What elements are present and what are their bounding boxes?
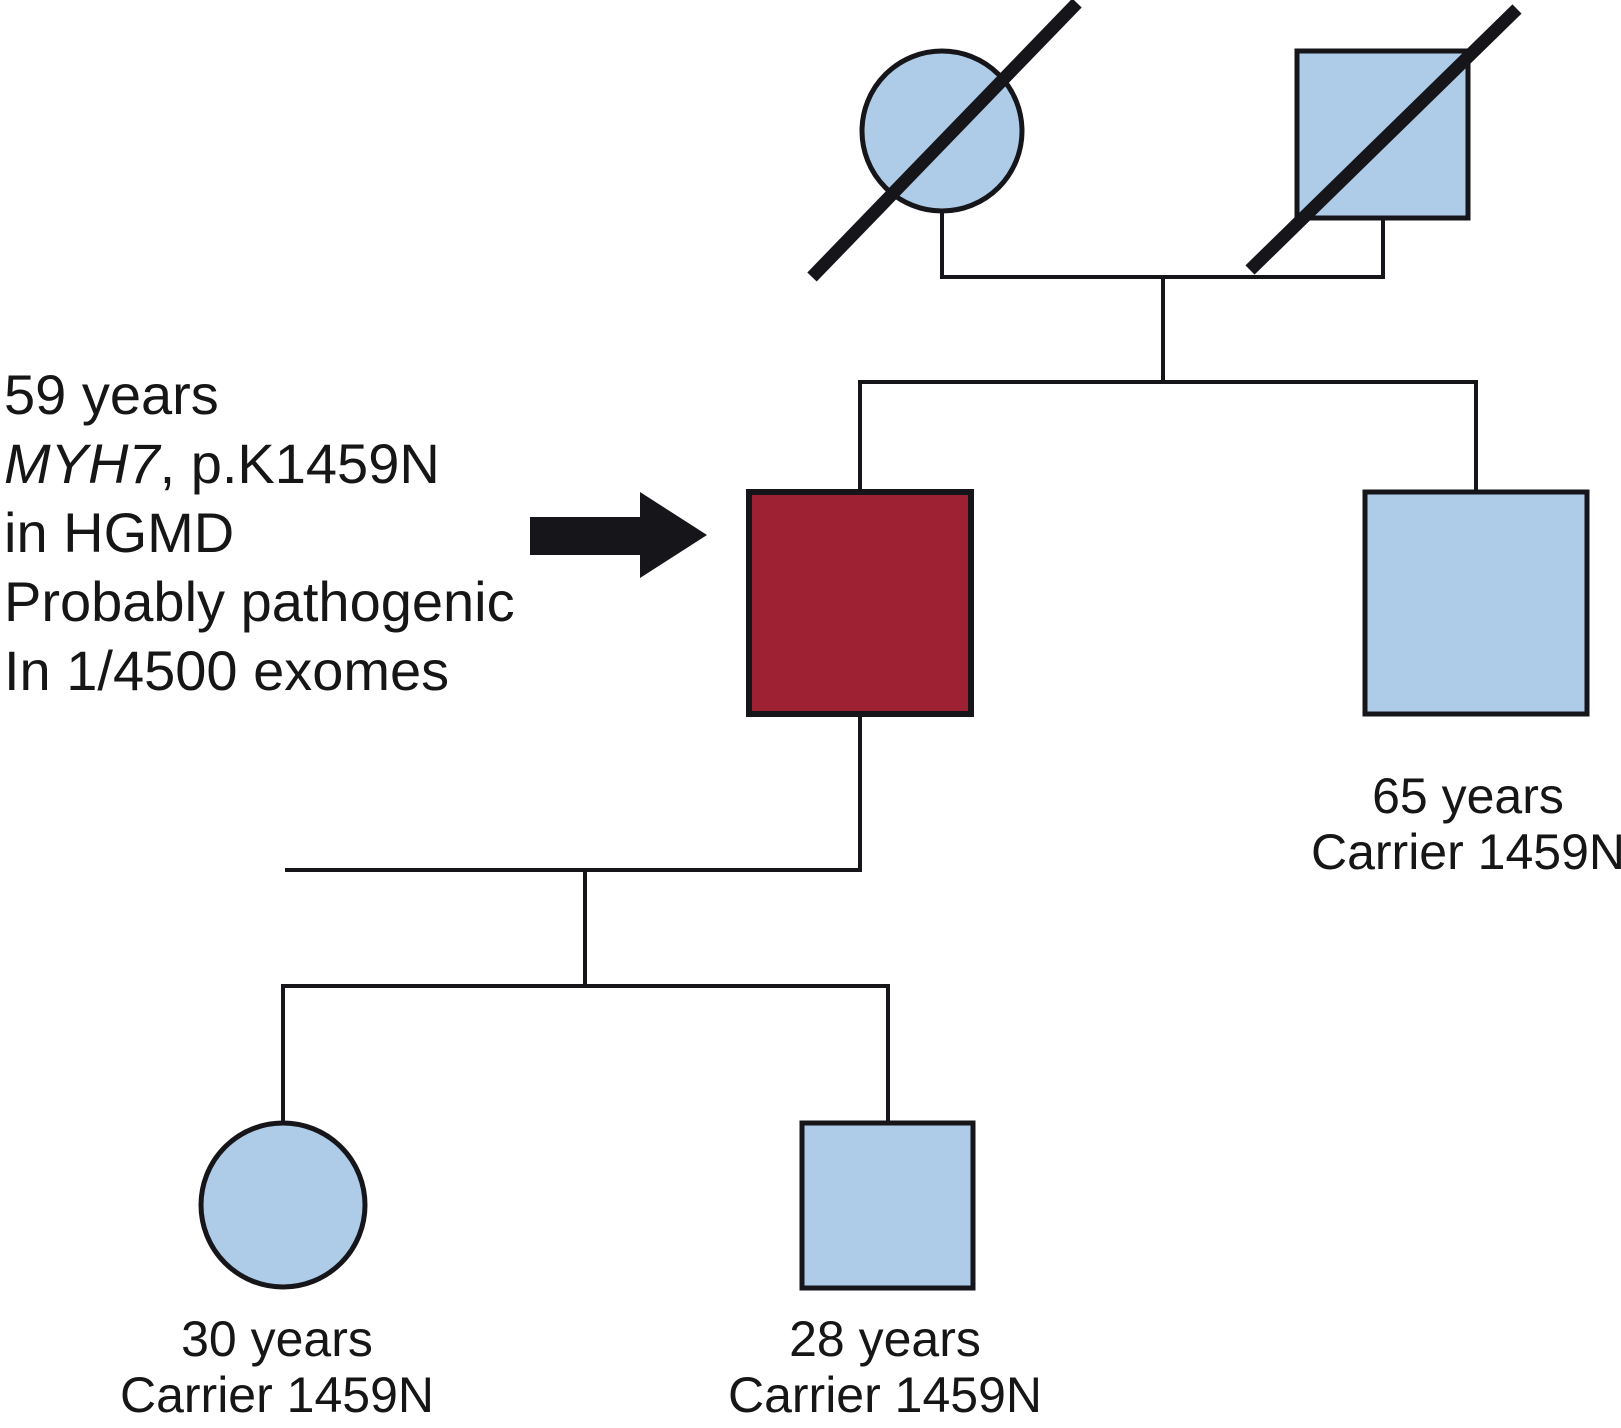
proband-annotation: 59 years MYH7, p.K1459N in HGMD Probably… xyxy=(4,363,515,702)
deceased-slashes xyxy=(807,0,1522,282)
annotation-gene-symbol: MYH7 xyxy=(4,432,161,495)
label-III-1-carrier: Carrier 1459N xyxy=(120,1367,434,1423)
individual-III-1-female-circle xyxy=(198,1120,368,1290)
annotation-line-variant: MYH7, p.K1459N xyxy=(4,432,440,495)
deceased-slash-I-1-icon xyxy=(807,0,1082,282)
annotation-line-frequency: In 1/4500 exomes xyxy=(4,639,449,702)
annotation-line-age: 59 years xyxy=(4,363,219,426)
deceased-slash-I-2-icon xyxy=(1245,4,1522,275)
individual-III-2-male-square xyxy=(799,1120,976,1291)
annotation-line-hgmd: in HGMD xyxy=(4,501,234,564)
individual-I-1-female-circle xyxy=(859,48,1025,214)
individual-II-2-male-square xyxy=(1362,489,1590,717)
label-III-2-age: 28 years xyxy=(789,1311,981,1367)
pedigree-connectors xyxy=(281,211,1478,1123)
label-II-2-age: 65 years xyxy=(1372,768,1564,824)
individual-labels: 65 years Carrier 1459N 30 years Carrier … xyxy=(120,768,1621,1423)
label-III-2-carrier: Carrier 1459N xyxy=(728,1367,1042,1423)
individual-II-1-proband-affected-square xyxy=(746,489,974,717)
proband-arrow-icon xyxy=(530,492,707,578)
annotation-variant-suffix: , p.K1459N xyxy=(160,432,440,495)
label-III-1-age: 30 years xyxy=(181,1311,373,1367)
label-II-2-carrier: Carrier 1459N xyxy=(1311,824,1621,880)
annotation-line-pathogenicity: Probably pathogenic xyxy=(4,570,515,633)
